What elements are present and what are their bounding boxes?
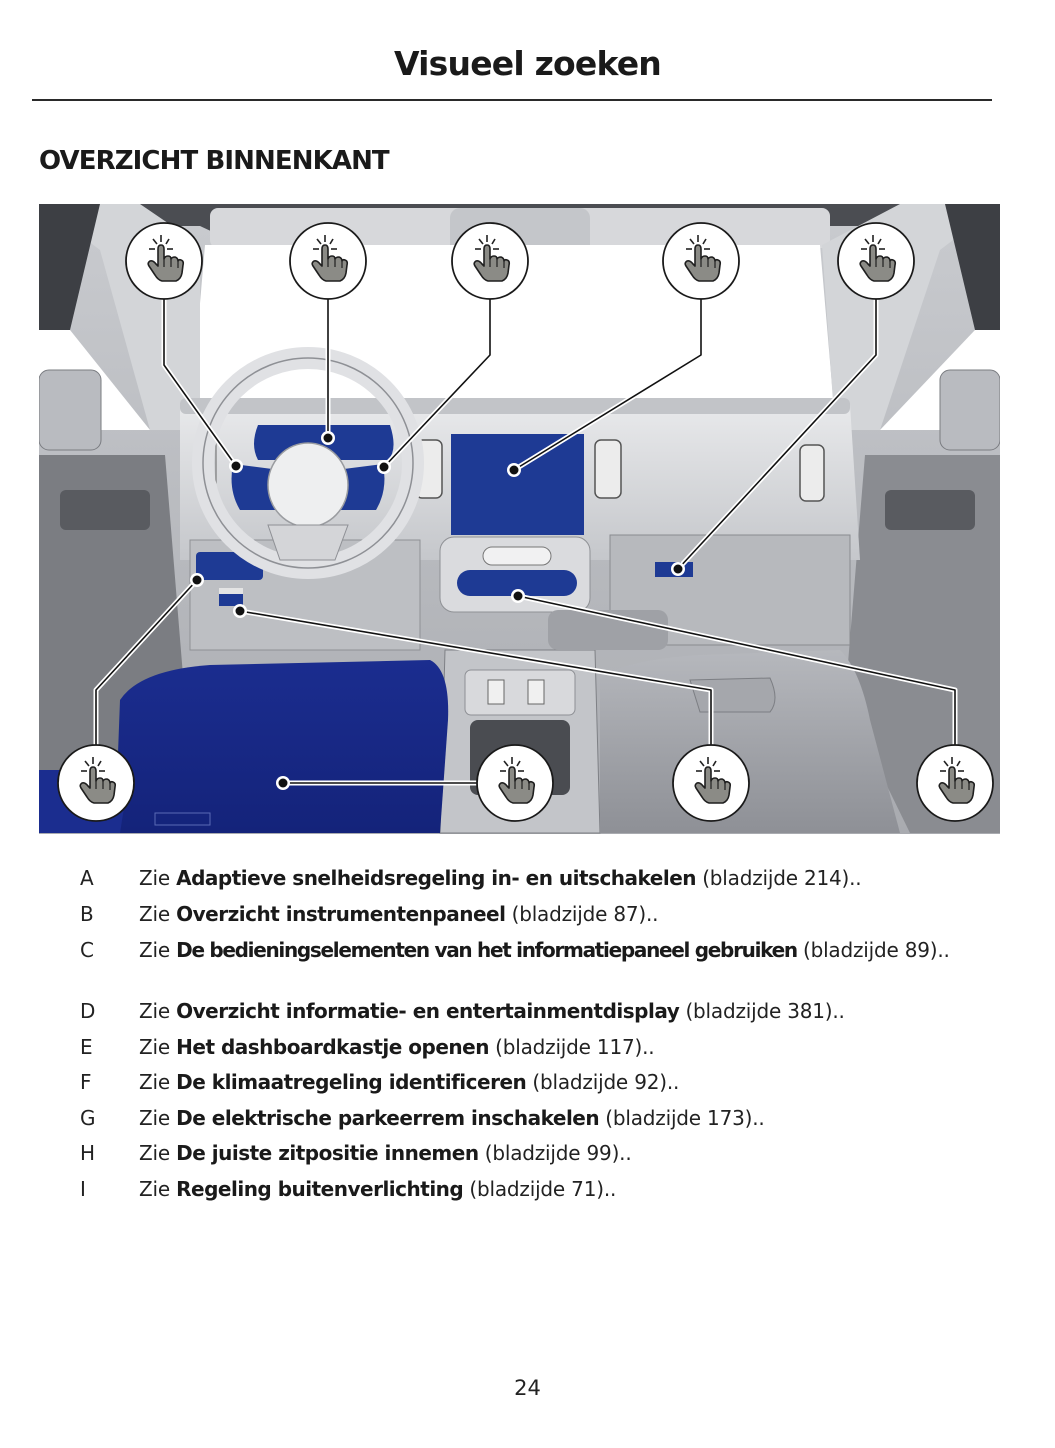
page-reference-link[interactable]: Overzicht informatie- en entertainmentdi… <box>176 999 680 1023</box>
legend-letter: A <box>80 866 94 890</box>
legend-text: Zie De elektrische parkeerrem inschakele… <box>139 1106 765 1130</box>
legend-text: Zie De klimaatregeling identificeren (bl… <box>139 1070 680 1094</box>
legend-text: Zie Overzicht informatie- en entertainme… <box>139 999 845 1023</box>
legend-text: Zie Regeling buitenverlichting (bladzijd… <box>139 1177 617 1201</box>
page-reference-link[interactable]: De bedieningselementen van het informati… <box>176 938 798 962</box>
legend-text: Zie Het dashboardkastje openen (bladzijd… <box>139 1035 655 1059</box>
legend-letter: C <box>80 938 94 962</box>
legend-letter: D <box>80 999 96 1023</box>
page-reference-link[interactable]: Overzicht instrumentenpaneel <box>176 902 506 926</box>
legend-letter: E <box>80 1035 93 1059</box>
legend-letter: B <box>80 902 94 926</box>
callout-h[interactable] <box>476 744 554 822</box>
page-reference-link[interactable]: De elektrische parkeerrem inschakelen <box>176 1106 600 1130</box>
callout-f[interactable] <box>916 744 994 822</box>
legend-letter: F <box>80 1070 92 1094</box>
callout-c[interactable] <box>451 222 529 300</box>
page-reference-link[interactable]: De klimaatregeling identificeren <box>176 1070 527 1094</box>
page-reference-link[interactable]: De juiste zitpositie innemen <box>176 1141 479 1165</box>
legend-text: Zie De juiste zitpositie innemen (bladzi… <box>139 1141 632 1165</box>
legend-text: Zie De bedieningselementen van het infor… <box>139 938 950 962</box>
legend-letter: G <box>80 1106 96 1130</box>
title-divider <box>32 99 992 101</box>
interior-illustration <box>39 204 1000 834</box>
callout-i[interactable] <box>57 744 135 822</box>
callout-g[interactable] <box>672 744 750 822</box>
page-title: Visueel zoeken <box>394 44 662 83</box>
section-heading: OVERZICHT BINNENKANT <box>39 146 390 176</box>
legend-letter: I <box>80 1177 86 1201</box>
legend-text: Zie Overzicht instrumentenpaneel (bladzi… <box>139 902 659 926</box>
callout-a[interactable] <box>125 222 203 300</box>
legend-text: Zie Adaptieve snelheidsregeling in- en u… <box>139 866 862 890</box>
page-reference-link[interactable]: Het dashboardkastje openen <box>176 1035 489 1059</box>
callout-d[interactable] <box>662 222 740 300</box>
callout-e[interactable] <box>837 222 915 300</box>
legend-letter: H <box>80 1141 96 1165</box>
page-reference-link[interactable]: Adaptieve snelheidsregeling in- en uitsc… <box>176 866 697 890</box>
page-number: 24 <box>514 1376 541 1400</box>
callout-b[interactable] <box>289 222 367 300</box>
page-reference-link[interactable]: Regeling buitenverlichting <box>176 1177 464 1201</box>
